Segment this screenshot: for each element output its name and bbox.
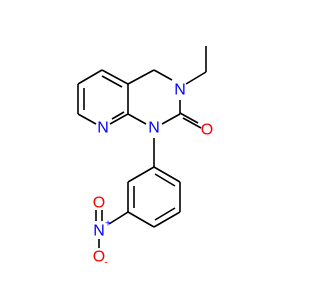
carbonyl-oxygen-label: O [201,122,213,139]
bond [101,75,123,88]
nitro-single-oxygen-label: O [93,249,105,266]
bonds [77,46,207,248]
atom-labels: N N N O N + O O - [93,82,213,269]
nitro-double-oxygen-label: O [93,195,105,212]
bond [153,69,173,81]
bond [111,111,125,120]
bond [101,69,129,85]
bond [109,113,129,125]
bond [127,113,147,125]
pyridine-nitrogen-label: N [97,120,109,137]
bond [179,112,199,124]
bond [182,117,202,129]
bond [127,211,155,228]
bond [127,166,155,183]
bond [185,71,207,85]
nitro-oxygen-charge: - [104,258,107,269]
nitro-nitrogen-label: N [93,223,105,240]
bond [153,211,181,228]
n1-nitrogen-label: N [148,120,160,137]
bond [108,211,129,225]
bond [77,113,97,125]
nitro-nitrogen-charge: + [105,219,111,230]
n3-nitrogen-label: N [174,82,186,99]
bond [161,113,181,125]
bond [154,207,176,221]
bond [77,69,103,85]
bond [153,166,181,183]
molecule-structure: N N N O N + O O - [77,46,213,269]
bond [127,69,155,85]
bond [154,173,176,187]
